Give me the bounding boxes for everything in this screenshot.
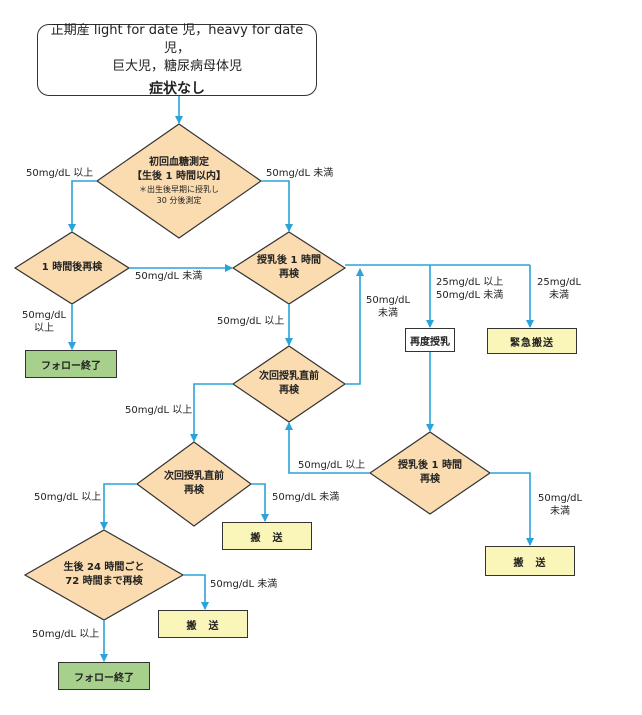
arrow-d6-to-d4 [285,422,370,474]
start-line-2: 巨大児，糖尿病母体児 [111,59,242,74]
decision-recheck-1h-text: 1 時間後再検 [42,261,102,275]
edge-label-emergency-b: 未満 [549,290,570,301]
d3-line1: 授乳後 1 時間 [257,255,321,266]
edge-label-d6-lt50: 50mg/dL 未満 [538,492,582,518]
edge-label-d2-ge50-a: 50mg/dL [22,310,67,321]
edge-label-d5-lt50: 50mg/dL 未満 [272,492,340,503]
edge-label-d1-ge50: 50mg/dL 以上 [26,168,94,179]
d7-line1: 生後 24 時間ごと [63,562,145,573]
edge-label-d2-ge50-b: 以上 [34,323,55,334]
edge-label-d4-lt50-b: 未満 [378,308,399,319]
edge-label-d6-lt50-b: 未満 [550,506,571,517]
edge-label-d7-lt50: 50mg/dL 未満 [210,579,278,590]
decision-postfeed-2-text: 授乳後 1 時間 再検 [398,459,462,487]
decision-24h-text: 生後 24 時間ごと 72 時間まで再検 [64,561,145,589]
decision-initial-glucose [95,123,263,239]
edge-label-d4-lt50-a: 50mg/dL [366,295,411,306]
d5-line1: 次回授乳直前 [164,471,224,482]
edge-label-d2-lt50: 50mg/dL 未満 [135,271,203,282]
d1-line2: 【生後 1 時間以内】 [132,171,226,182]
d4-line2: 再検 [279,385,299,396]
decision-prefeed-2 [135,441,253,527]
edge-label-d6-ge50: 50mg/dL 以上 [298,460,366,471]
edge-label-emergency-a: 25mg/dL [537,277,582,288]
decision-prefeed-1-text: 次回授乳直前 再検 [259,370,319,398]
edge-label-d1-lt50: 50mg/dL 未満 [266,168,334,179]
d1-note2: 30 分後測定 [156,196,202,205]
arrow-d4-to-d5 [190,383,233,442]
refeed-label: 再度授乳 [410,336,450,348]
arrow-d4-loop-to-d3 [345,268,364,385]
arrow-d7-to-transport [183,574,209,610]
transport-box-2: 搬 送 [485,546,575,576]
d3-line2: 再検 [278,269,299,280]
decision-postfeed-1-text: 授乳後 1 時間 再検 [257,254,321,282]
edge-label-refeed-a: 25mg/dL 以上 [436,277,504,288]
edge-label-d5-ge50: 50mg/dL 以上 [34,492,102,503]
edge-label-d3-ge50: 50mg/dL 以上 [217,316,285,327]
edge-label-d2-ge50: 50mg/dL 以上 [22,309,66,335]
follow-end-label-2: フォロー終了 [74,672,134,684]
edge-label-refeed: 25mg/dL 以上 50mg/dL 未満 [436,276,503,302]
transport-box-3: 搬 送 [158,610,248,638]
arrow-d5-to-d7 [100,483,137,530]
edge-label-d4-lt50: 50mg/dL 未満 [366,294,410,320]
d1-line1: 初回血糖測定 [148,157,209,168]
decision-postfeed-2 [368,431,492,515]
start-line-1: 正期産 light for date 児，heavy for date 児， [50,23,304,56]
follow-end-box-1: フォロー終了 [25,350,117,378]
edge-label-d6-lt50-a: 50mg/dL [538,493,583,504]
decision-prefeed-2-text: 次回授乳直前 再検 [164,470,224,498]
emergency-transport-label: 緊急搬送 [510,337,554,349]
follow-end-box-2: フォロー終了 [58,662,150,690]
d2-line1: 1 時間後再検 [41,262,103,273]
arrow-d1-to-d3 [261,180,293,232]
transport-label-3: 搬 送 [186,620,220,632]
emergency-transport-box: 緊急搬送 [487,328,577,354]
refeed-box: 再度授乳 [405,328,455,352]
d6-line1: 授乳後 1 時間 [398,460,462,471]
edge-label-emergency: 25mg/dL 未満 [537,276,581,302]
d5-line2: 再検 [184,485,204,496]
d6-line2: 再検 [419,474,440,485]
transport-box-1: 搬 送 [222,522,312,550]
start-box: 正期産 light for date 児，heavy for date 児， 巨… [37,23,317,97]
transport-label-2: 搬 送 [513,557,547,569]
arrow-d5-to-transport [251,483,269,522]
edge-label-refeed-b: 50mg/dL 未満 [436,290,504,301]
start-symptom: 症状なし [149,81,205,97]
transport-label-1: 搬 送 [250,532,284,544]
follow-end-label-1: フォロー終了 [41,360,101,372]
d4-line1: 次回授乳直前 [259,371,319,382]
decision-initial-glucose-text: 初回血糖測定 【生後 1 時間以内】 ＊出生後早期に授乳し 30 分後測定 [132,156,226,206]
edge-label-d4-ge50: 50mg/dL 以上 [125,405,193,416]
arrow-d6-to-transport [490,472,534,546]
d7-line2: 72 時間まで再検 [65,576,143,587]
edge-label-d7-ge50: 50mg/dL 以上 [32,629,100,640]
d1-note1: ＊出生後早期に授乳し [138,185,219,194]
arrow-d1-to-d2 [68,180,97,232]
